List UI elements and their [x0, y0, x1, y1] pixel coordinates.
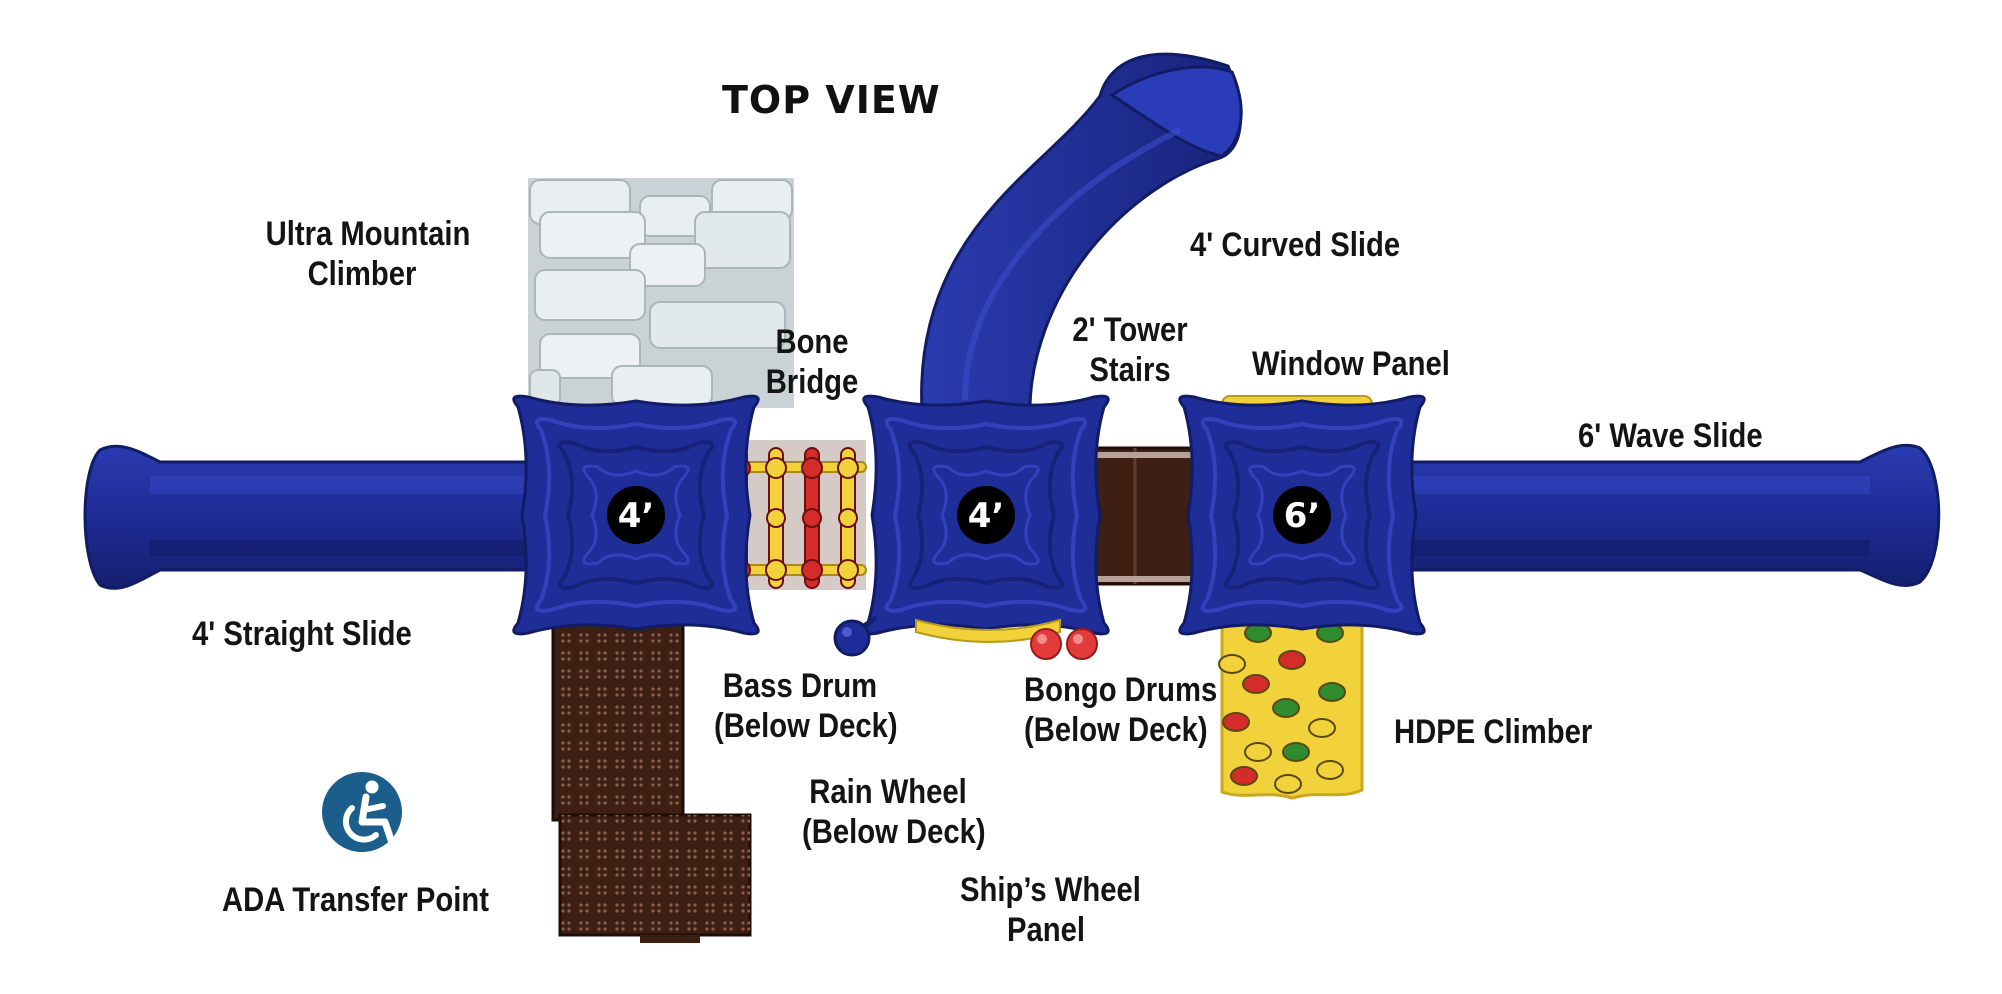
deck-height-badge: [957, 486, 1015, 544]
label-window-panel: Window Panel: [1252, 345, 1450, 383]
label-wave-slide: 6' Wave Slide: [1578, 417, 1763, 455]
page-title: TOP VIEW: [722, 78, 941, 122]
rain-wheel-accent: [915, 618, 1061, 643]
wave-slide: [1378, 443, 1941, 587]
climber-hold: [1282, 742, 1310, 762]
label-ada-transfer-point: ADA Transfer Point: [222, 881, 489, 919]
label-straight-slide: 4' Straight Slide: [192, 615, 412, 653]
climber-hold: [1272, 698, 1300, 718]
climber-hold: [1242, 674, 1270, 694]
bass-drum: [833, 615, 878, 657]
bone-rung: [801, 447, 823, 589]
climber-hold: [1274, 774, 1302, 794]
climber-hold: [1218, 654, 1246, 674]
climber-hold: [1278, 650, 1306, 670]
label-bongo-drums: Bongo Drums (Below Deck): [1024, 671, 1218, 749]
curved-slide: [920, 52, 1243, 412]
climber-hold: [1318, 682, 1346, 702]
label-bass-drum: Bass Drum (Below Deck): [714, 667, 898, 745]
climber-hold: [1308, 718, 1336, 738]
deck-2: 4’: [862, 394, 1110, 636]
deck-1: 4’: [512, 394, 760, 636]
climber-hold: [1222, 712, 1250, 732]
deck-height-label: 4’: [968, 496, 1005, 536]
label-bone-bridge: Bone Bridge: [765, 323, 859, 401]
transfer-platform: [551, 618, 752, 943]
climber-hold: [1316, 760, 1344, 780]
label-ultra-mountain-climber: Ultra Mountain Climber: [265, 215, 471, 293]
deck-3: 6’: [1178, 394, 1426, 636]
deck-height-badge: [1273, 486, 1331, 544]
wheelchair-icon: [322, 772, 402, 852]
straight-slide: [83, 444, 542, 590]
label-rain-wheel: Rain Wheel (Below Deck): [802, 773, 986, 851]
climber-hold: [1244, 623, 1272, 643]
hdpe-climber: [1218, 598, 1364, 800]
bongo-drums: [1030, 628, 1098, 660]
deck-height-badge: [607, 486, 665, 544]
label-tower-stairs: 2' Tower Stairs: [1072, 311, 1188, 389]
deck-height-label: 4’: [618, 496, 655, 536]
climber-hold: [1230, 766, 1258, 786]
bone-rung: [837, 447, 859, 589]
deck-height-label: 6’: [1284, 496, 1321, 536]
ultra-mountain-climber: [528, 178, 794, 408]
bone-rung: [765, 447, 787, 589]
label-curved-slide: 4' Curved Slide: [1190, 226, 1401, 264]
climber-hold: [1244, 742, 1272, 762]
label-hdpe-climber: HDPE Climber: [1394, 713, 1593, 751]
label-ships-wheel-panel: Ship’s Wheel Panel: [960, 871, 1141, 949]
